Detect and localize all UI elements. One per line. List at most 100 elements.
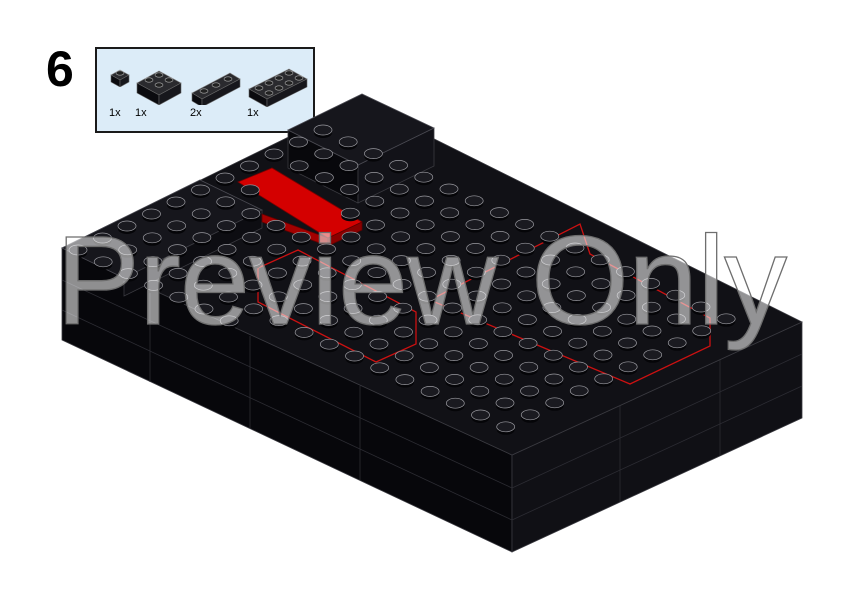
stud [369,338,389,350]
stud [390,207,410,219]
brick-2x4-icon [248,68,308,107]
stud [344,326,364,338]
stud [366,243,386,255]
stud [691,301,711,313]
stud [443,302,462,314]
stud [168,244,187,255]
stud [142,232,162,244]
stud [217,244,237,255]
stud [392,255,411,266]
stud [341,231,361,243]
stud [191,208,211,220]
stud [418,314,438,326]
studs [68,124,736,435]
stud [368,314,388,326]
stud [289,160,309,172]
stud [414,171,434,183]
stud [419,338,439,350]
stud [417,290,437,302]
stud [567,314,587,325]
stud [217,220,236,231]
stud [219,291,238,303]
stud [540,230,560,242]
stud [520,385,539,397]
stud [643,349,663,361]
stud [464,195,484,207]
stud [240,184,260,196]
stud [318,291,338,302]
stud [340,184,359,195]
stud [319,315,338,326]
stud [167,220,187,232]
stud [567,290,586,301]
stud [294,327,314,338]
stud [519,361,539,373]
stud [317,243,336,255]
stud [568,337,588,349]
stud [364,172,384,183]
stud [315,172,334,183]
stud [491,254,511,266]
placement-outlines [257,223,711,385]
stud [194,303,214,315]
stud [667,337,687,349]
stud [444,350,464,361]
stud [443,326,463,338]
stud [494,350,513,361]
stud [395,374,415,385]
stud [367,267,387,278]
stud [492,278,511,290]
stud [616,290,636,301]
stud [416,243,436,254]
stud [445,374,464,385]
stud [389,183,409,195]
stud [93,256,113,268]
stud [243,279,263,291]
stud [493,326,513,337]
stud [242,255,262,267]
stud [340,207,360,219]
stud [216,196,236,208]
stud [268,267,287,279]
stud [169,291,189,303]
stud [492,302,512,314]
stud [591,278,611,289]
stud [667,313,686,325]
stud [565,242,585,254]
stud [469,362,489,373]
stud [391,231,411,243]
stud [518,314,537,325]
stud [543,349,563,361]
part-qty: 1x [135,107,147,119]
stud [666,289,686,301]
stud [592,302,611,313]
stud [543,326,562,337]
stud [168,268,188,279]
stud [441,255,461,266]
stud [267,243,287,255]
stud [566,266,586,278]
stud [618,337,637,349]
stud [440,207,460,219]
stud [319,338,339,350]
stud [193,279,213,291]
stud [692,325,712,337]
stud [142,208,161,220]
stud [470,385,490,397]
stud [420,386,440,397]
stud [466,243,485,254]
parts-list: 1x 1x 2x [95,47,315,133]
stud [93,232,112,244]
stud [370,362,390,374]
brick-course-lines [61,279,803,521]
stud [445,397,465,409]
stud [293,279,313,291]
stud [496,421,516,433]
raised-block-top [287,93,435,166]
stud [618,361,638,373]
stud [441,231,460,242]
stud [343,279,362,290]
stud [366,219,385,231]
stud [68,244,88,256]
